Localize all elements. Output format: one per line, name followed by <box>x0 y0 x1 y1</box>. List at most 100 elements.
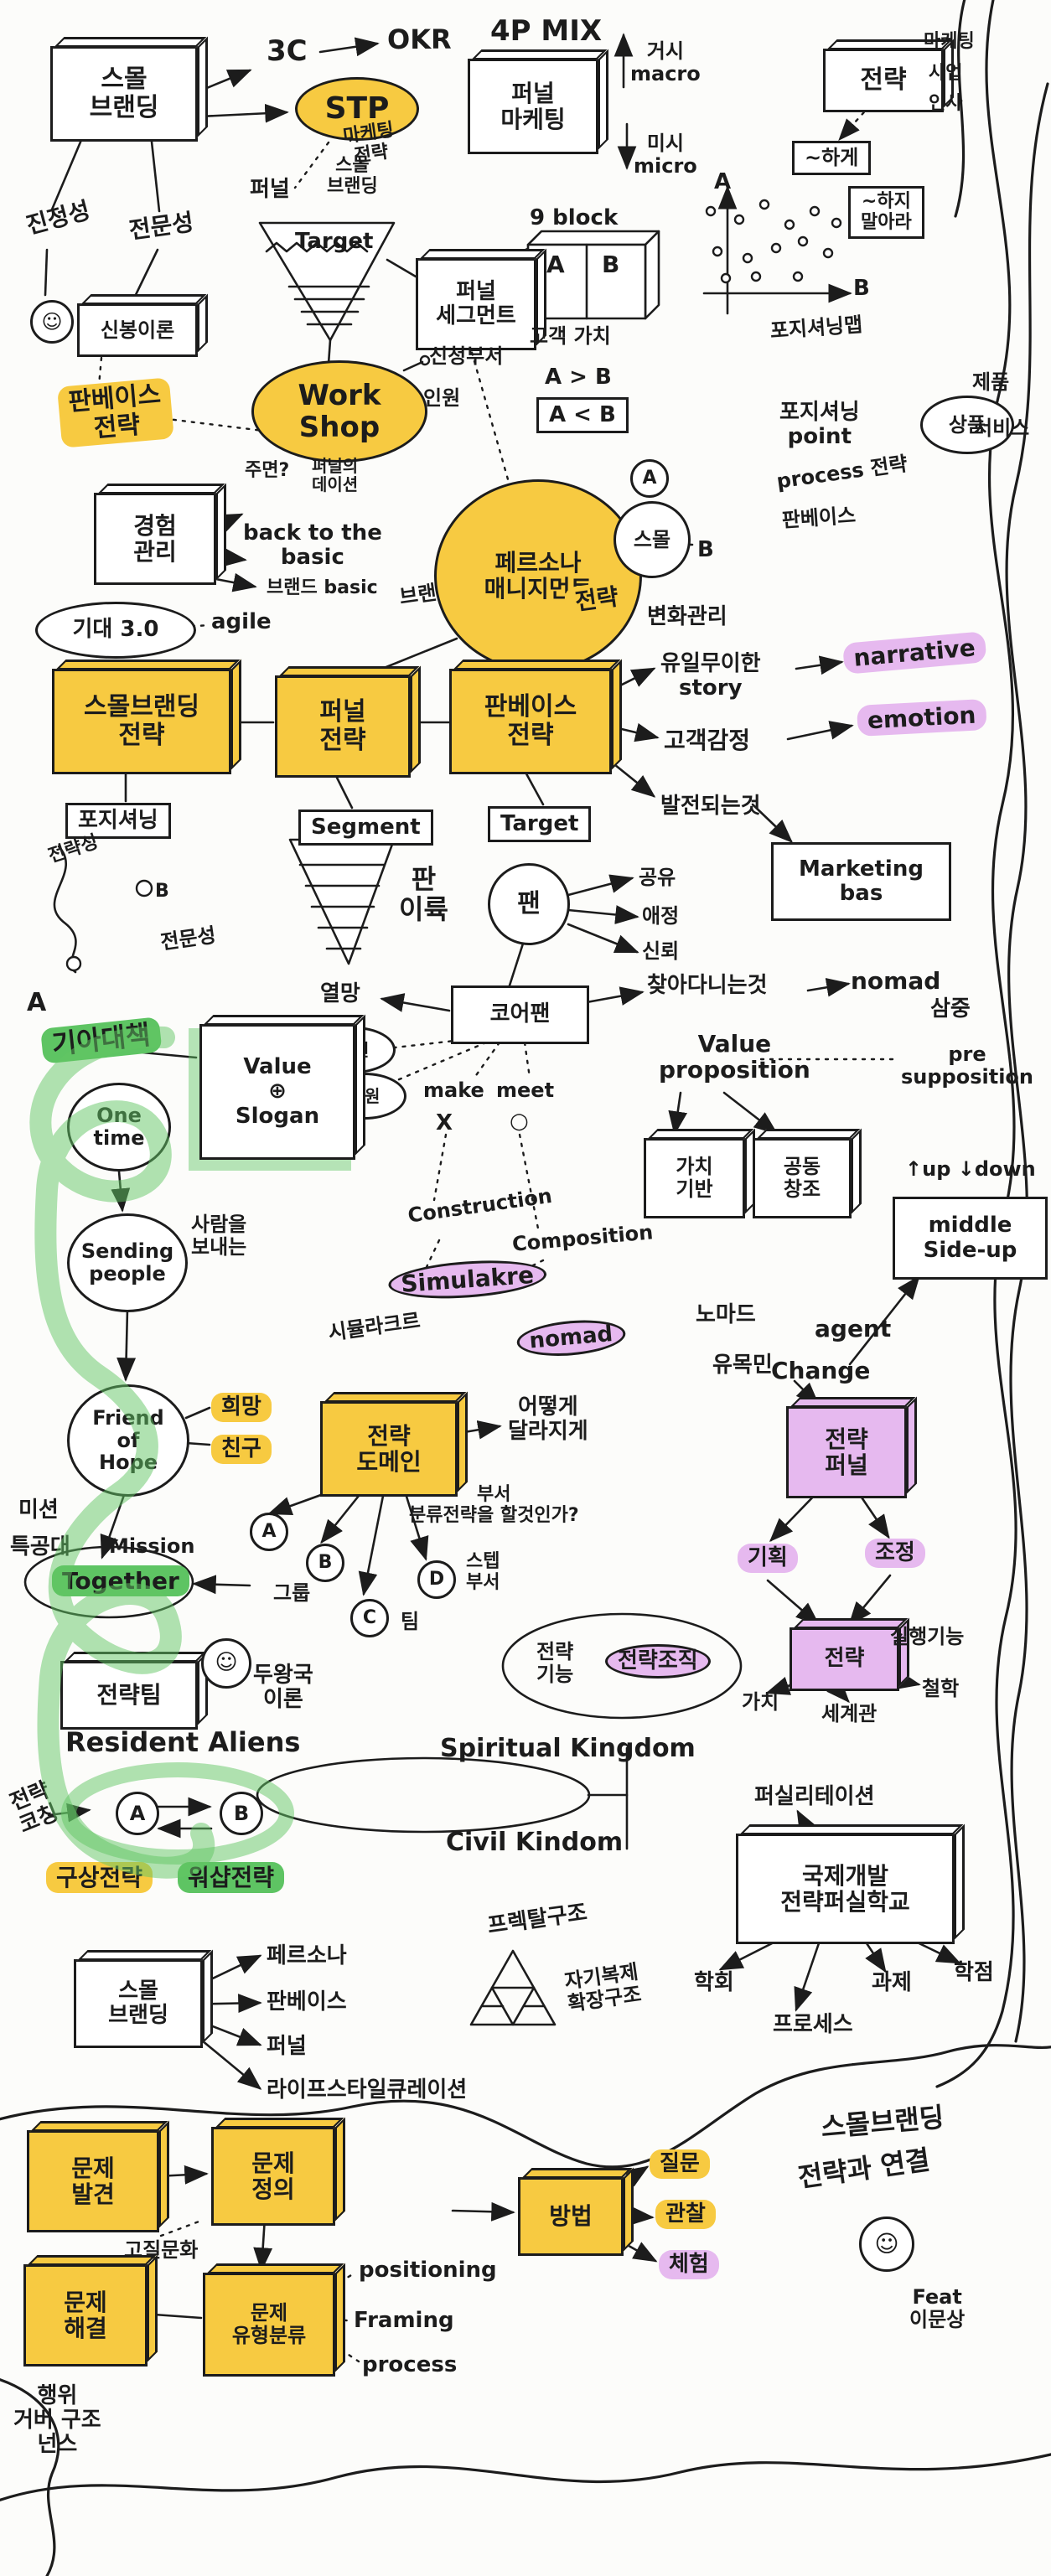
do-like-box: ~하게 <box>792 141 872 175</box>
pan-takeoff-label: 판 이륙 <box>399 863 448 925</box>
agent-label: agent <box>815 1315 892 1342</box>
assignment-label: 과제 <box>872 1970 912 1995</box>
problem-type-box: 문제 유형분류 <box>203 2273 335 2377</box>
governance-label: 행위 거버 구조 넌스 <box>13 2383 101 2458</box>
small-circle: 스몰 <box>614 501 691 578</box>
circ-b-2: B <box>306 1544 344 1582</box>
one-time-circle: One time <box>67 1083 171 1172</box>
strategy-org-highlight: 전략조직 <box>605 1644 711 1679</box>
team-label: 팀 <box>401 1610 420 1633</box>
middle-sideup-rect: middle Side-up <box>893 1197 1048 1280</box>
circ-a-2: A <box>250 1513 288 1551</box>
workshop-highlight: Work Shop <box>251 360 427 463</box>
strategy-team-box: 전략팀 <box>60 1661 198 1730</box>
headcount-label: 인원 <box>423 386 461 410</box>
belief-theory-box: 신봉이론 <box>77 303 198 357</box>
make-x-mark: X <box>436 1110 453 1135</box>
framing-item: Framing <box>354 2308 454 2333</box>
funnel-strategy-box: 퍼널 전략 <box>275 675 411 778</box>
fanbase-strategy-box: 판베이스 전략 <box>449 669 612 774</box>
seeking-label: 찾아다니는것 <box>647 973 768 998</box>
workshop-strategy-highlight: 워샵전략 <box>178 1862 285 1894</box>
strategy-box-topright: 전략 <box>823 49 944 112</box>
nomad-kr-label: 노마드 <box>696 1302 756 1327</box>
planning-highlight: 기획 <box>738 1544 798 1574</box>
stp-highlight: STP <box>295 77 419 141</box>
sending-desc-label: 사람을 보내는 <box>191 1213 247 1259</box>
value-slogan-box: Value ⊕ Slogan <box>199 1024 355 1160</box>
jumyeon-label: 주면? <box>245 460 290 481</box>
value-label: 가치 <box>742 1690 779 1714</box>
circ-c: C <box>350 1599 389 1637</box>
request-dept-label: 신청부서 <box>429 344 504 368</box>
method-box: 방법 <box>518 2177 624 2256</box>
lifestyle-item: 라이프스타일큐레이션 <box>267 2077 468 2103</box>
commando-label: 특공대 <box>10 1534 70 1560</box>
how-different-label: 어떻게 달라지게 <box>508 1394 588 1445</box>
macro-label: 거시 macro <box>630 39 701 85</box>
customer-value-label: 고객 가치 <box>530 324 611 348</box>
meet-label: meet <box>496 1079 555 1102</box>
four-p-mix-label: 4P MIX <box>490 14 603 48</box>
problem-solving-box: 문제 해결 <box>23 2264 148 2367</box>
positioning-item: positioning <box>359 2258 497 2283</box>
micro-label: 미시 micro <box>634 132 697 178</box>
scatter-b-label: B <box>853 276 870 301</box>
small-branding-small-label: 스몰 브랜딩 <box>327 155 378 197</box>
aspiration-label: 열망 <box>320 981 360 1006</box>
smiley-icon-3: ☺ <box>859 2216 914 2272</box>
adjust-highlight: 조정 <box>865 1539 925 1569</box>
positioning-point-label: 포지셔닝 point <box>779 400 860 450</box>
process-kr-label: 프로세스 <box>773 2012 853 2037</box>
philosophy-label: 철학 <box>922 1677 960 1700</box>
nomad-mean-label: 유목민 <box>712 1353 773 1378</box>
mission-label: 미션 <box>18 1497 59 1523</box>
facilitation-label: 퍼실리테이션 <box>754 1784 875 1809</box>
trust-label: 신뢰 <box>642 939 680 963</box>
positioning-rect: 포지셔닝 <box>65 803 171 840</box>
funnel-segment-box: 퍼널 세그먼트 <box>416 258 536 350</box>
back-to-basic-label: back to the basic <box>243 520 382 571</box>
chingu-highlight: 친구 <box>211 1435 272 1465</box>
process-item: process <box>362 2352 458 2377</box>
staff-dept-label: 스텝 부서 <box>466 1551 500 1593</box>
meet-o-mark: ○ <box>510 1109 529 1134</box>
okr-label: OKR <box>387 23 452 55</box>
scatter-a-label: A <box>714 169 732 194</box>
a-gt-b-label: A > B <box>545 365 612 390</box>
observation-highlight: 관찰 <box>655 2200 716 2230</box>
small-branding-box: 스몰 브랜딩 <box>50 46 198 142</box>
funnel-label: 퍼널 <box>250 177 290 202</box>
dont-box: ~하지 말아라 <box>848 186 924 240</box>
civil-kingdom-label: Civil Kindom <box>446 1828 624 1857</box>
presupposition-label: pre supposition <box>901 1042 1034 1089</box>
brand-basic-label: 브랜드 basic <box>267 577 378 598</box>
nine-block-label: 9 block <box>530 205 619 230</box>
group-label: 그룹 <box>273 1581 311 1605</box>
nomad-label-1: nomad <box>851 967 941 995</box>
smiley-icon-1: ☺ <box>30 300 74 344</box>
feat-label: Feat 이문상 <box>909 2285 966 2331</box>
exec-function-label: 실행기능 <box>890 1625 965 1648</box>
fan-circle: 팬 <box>488 863 570 945</box>
persona-mgmt-highlight: 페르소나 매니지먼트 <box>434 479 642 672</box>
hr-item: 인사 <box>929 93 963 114</box>
persona-item: 페르소나 <box>267 1943 347 1968</box>
customer-emotion-label: 고객감정 <box>664 727 751 754</box>
change-mgmt-label: 변화관리 <box>647 604 727 629</box>
credit-label: 학점 <box>954 1960 994 1985</box>
question-highlight: 질문 <box>650 2149 710 2180</box>
worldview-label: 세계관 <box>821 1702 878 1725</box>
small-branding-box-2: 스몰 브랜딩 <box>74 1959 203 2048</box>
b-label-2: B <box>155 881 169 902</box>
funnel-marketing-box: 퍼널 마케팅 <box>468 59 598 154</box>
b-label-1: B <box>697 537 714 562</box>
circ-b-3: B <box>220 1792 263 1835</box>
hope-highlight: 희망 <box>211 1393 272 1423</box>
target-label: Target <box>295 229 374 254</box>
resident-aliens-label: Resident Aliens <box>65 1726 301 1758</box>
strategy-small-box: 전략 <box>790 1627 899 1691</box>
friend-of-hope-circle: Friend of Hope <box>67 1384 189 1497</box>
conception-strategy-highlight: 구상전략 <box>46 1862 153 1894</box>
problem-discovery-box: 문제 발견 <box>27 2130 159 2232</box>
